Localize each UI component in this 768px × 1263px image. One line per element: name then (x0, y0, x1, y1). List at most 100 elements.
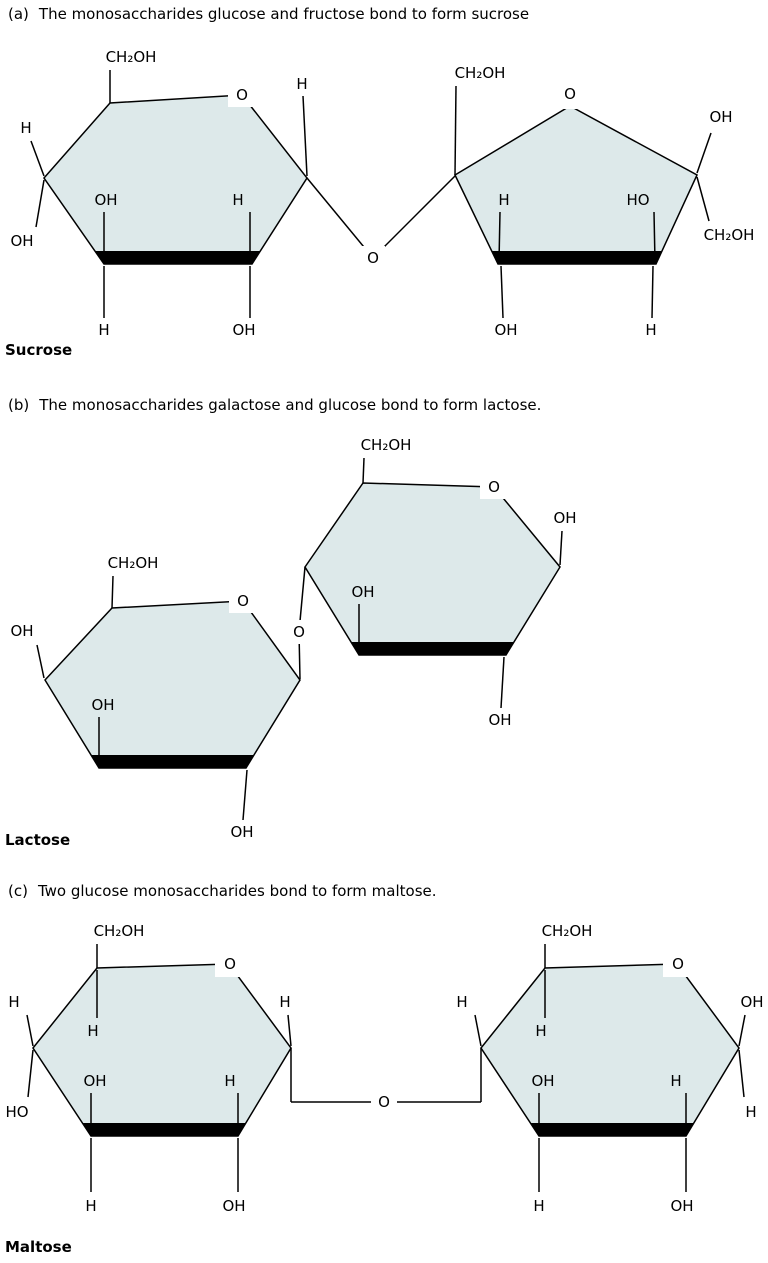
bond-line (738, 1014, 746, 1047)
bond-line (474, 1014, 482, 1047)
panel-c-caption-text: Two glucose monosaccharides bond to form… (37, 882, 437, 900)
atom-label-oh: OH (488, 711, 511, 729)
bond-line (302, 95, 308, 177)
glycosidic-oxygen-label: O (293, 623, 305, 641)
panel-c-figure: CH₂OH O H HO H H OH H H OH O (5, 922, 763, 1215)
glycosidic-oxygen-label: O (378, 1093, 390, 1111)
sucrose-glucose-ring: CH₂OH O H H OH OH H H OH (10, 48, 308, 339)
atom-label-h: H (296, 75, 307, 93)
atom-label-ch2oh: CH₂OH (455, 64, 506, 82)
atom-label-h: H (670, 1072, 681, 1090)
sucrose-label: Sucrose (5, 341, 73, 359)
bond-line (242, 769, 248, 821)
ring-front-edge (91, 755, 254, 768)
atom-label-h: H (232, 191, 243, 209)
ring-oxygen-label: O (236, 86, 248, 104)
atom-label-ch2oh: CH₂OH (106, 48, 157, 66)
atom-label-ch2oh: CH₂OH (108, 554, 159, 572)
atom-label-oh: OH (230, 823, 253, 841)
bond-line (559, 530, 563, 566)
bond-line (362, 457, 365, 484)
bond-line (696, 132, 712, 174)
bond-line (696, 176, 710, 222)
ring-body (454, 105, 698, 265)
lactose-label: Lactose (5, 831, 71, 849)
ring-oxygen-label: O (488, 478, 500, 496)
panel-a-figure: CH₂OH O H H OH OH H H OH O (10, 48, 754, 339)
ring-front-edge (530, 1123, 694, 1136)
bond-line (306, 177, 374, 259)
ring-body (43, 94, 308, 265)
atom-label-oh: OH (232, 321, 255, 339)
atom-label-h: H (745, 1103, 756, 1121)
bond-line (30, 140, 45, 177)
panel-b-caption: (b) The monosaccharides galactose and glu… (8, 396, 541, 414)
ring-front-edge (82, 1123, 246, 1136)
maltose-label: Maltose (5, 1238, 72, 1256)
atom-label-h: H (645, 321, 656, 339)
maltose-left-glucose-ring: CH₂OH O H HO H H OH H H OH (5, 922, 292, 1215)
sucrose-fructose-ring: CH₂OH O OH CH₂OH H HO OH H (454, 64, 755, 339)
atom-label-oh: OH (670, 1197, 693, 1215)
atom-label-h: H (20, 119, 31, 137)
panel-c-tag: (c) (8, 882, 28, 900)
atom-label-h: H (533, 1197, 544, 1215)
atom-label-h: H (98, 321, 109, 339)
ring-oxygen-gap (663, 952, 692, 977)
atom-label-h: H (8, 993, 19, 1011)
ring-oxygen-gap (215, 952, 244, 977)
ring-oxygen-gap (480, 475, 508, 499)
panel-a-tag: (a) (8, 5, 29, 23)
ring-oxygen-gap (228, 83, 256, 107)
panel-b-caption-text: The monosaccharides galactose and glucos… (39, 396, 542, 414)
atom-label-oh: OH (94, 191, 117, 209)
panel-a-caption-text: The monosaccharides glucose and fructose… (38, 5, 530, 23)
bridge-oxygen-gap (371, 1090, 397, 1114)
bond-line (35, 179, 45, 228)
bond-line (500, 265, 504, 319)
atom-label-h: H (456, 993, 467, 1011)
atom-label-oh: OH (222, 1197, 245, 1215)
maltose-right-glucose-ring: CH₂OH O H H OH H OH H H OH (456, 922, 763, 1215)
bond-line (111, 575, 114, 609)
bond-line (500, 656, 505, 709)
atom-label-oh: OH (10, 232, 33, 250)
atom-label-oh: OH (531, 1072, 554, 1090)
ring-body (32, 963, 292, 1137)
atom-label-ch2oh: CH₂OH (542, 922, 593, 940)
atom-label-ho: HO (626, 191, 649, 209)
atom-label-oh: OH (494, 321, 517, 339)
ring-body (44, 600, 301, 769)
atom-label-h: H (87, 1022, 98, 1040)
ring-oxygen-gap (556, 83, 584, 109)
atom-label-oh: OH (83, 1072, 106, 1090)
bond-line (26, 1014, 34, 1047)
atom-label-oh: OH (351, 583, 374, 601)
ring-front-edge (95, 251, 260, 264)
glycosidic-oxygen-label: O (367, 249, 379, 267)
atom-label-oh: OH (709, 108, 732, 126)
bond-line (372, 175, 456, 259)
bond-line (651, 265, 654, 319)
ring-oxygen-label: O (672, 955, 684, 973)
atom-label-ch2oh: CH₂OH (704, 226, 755, 244)
ring-body (304, 482, 561, 656)
ring-oxygen-label: O (237, 592, 249, 610)
atom-label-oh: OH (553, 509, 576, 527)
atom-label-oh: OH (10, 622, 33, 640)
bridge-oxygen-gap (287, 620, 311, 644)
maltose-glycosidic-bond: O (290, 1048, 482, 1114)
atom-label-h: H (498, 191, 509, 209)
atom-label-oh: OH (91, 696, 114, 714)
panel-a-caption: (a) The monosaccharides glucose and fruct… (8, 5, 529, 23)
sucrose-glycosidic-bond: O (306, 175, 456, 270)
atom-label-h: H (279, 993, 290, 1011)
ring-oxygen-gap (229, 589, 257, 613)
bond-line (738, 1049, 745, 1098)
atom-label-h: H (85, 1197, 96, 1215)
bond-line (498, 211, 501, 263)
atom-label-ho: HO (5, 1103, 28, 1121)
panel-b-tag: (b) (8, 396, 30, 414)
